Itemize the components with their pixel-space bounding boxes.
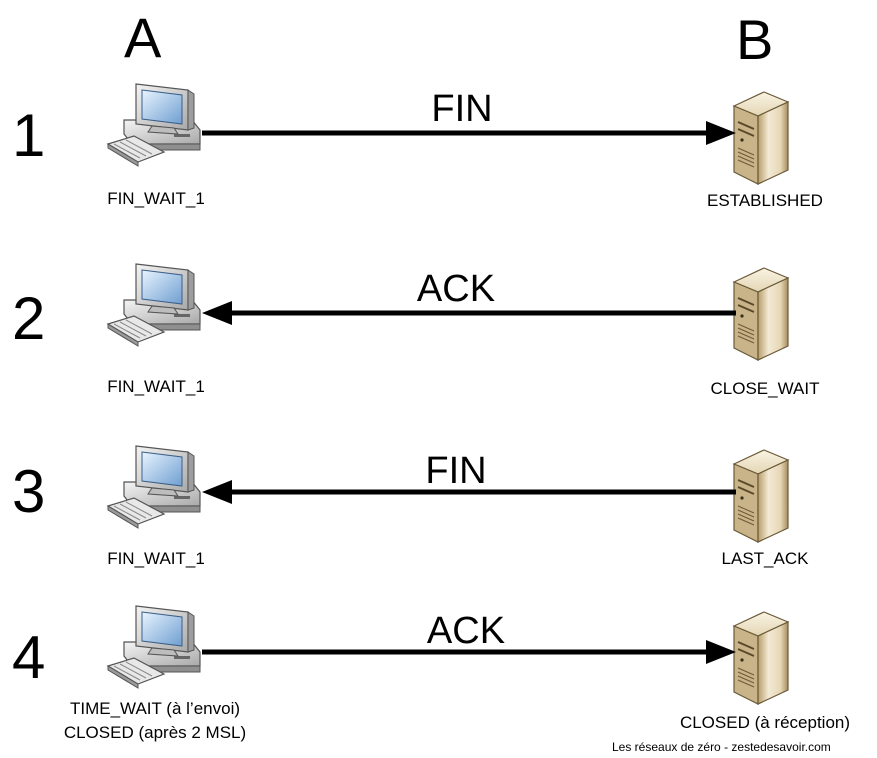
arrow-step-1 <box>202 121 736 145</box>
step-2-message: ACK <box>416 268 496 310</box>
step-4-a-state-sent: TIME_WAIT (à l’envoi) <box>69 699 241 718</box>
step-1-a-state: FIN_WAIT_1 <box>107 189 205 208</box>
step-2-number: 2 <box>12 285 46 352</box>
arrow-step-4 <box>202 640 736 664</box>
step-2-b-state: CLOSE_WAIT <box>710 379 820 398</box>
server-icon-3 <box>733 449 789 543</box>
server-icon-1 <box>733 91 789 185</box>
step-4-message: ACK <box>426 610 506 652</box>
column-a-label: A <box>124 6 162 69</box>
client-computer-icon-3 <box>107 445 201 529</box>
step-4-b-state: CLOSED (à réception) <box>679 713 851 732</box>
arrow-step-3 <box>202 480 736 504</box>
client-computer-icon-1 <box>107 83 201 167</box>
step-1-message: FIN <box>431 88 493 130</box>
server-icon-2 <box>733 267 789 361</box>
credit-text: Les réseaux de zéro - zestedesavoir.com <box>612 740 831 754</box>
arrow-step-2 <box>202 301 736 325</box>
step-4-number: 4 <box>12 624 46 691</box>
step-4-a-state-closed: CLOSED (après 2 MSL) <box>63 723 247 742</box>
step-3-message: FIN <box>425 450 487 492</box>
step-2-a-state: FIN_WAIT_1 <box>107 377 205 396</box>
column-b-label: B <box>736 8 774 71</box>
step-1-number: 1 <box>12 102 46 169</box>
step-3-b-state: LAST_ACK <box>721 549 809 568</box>
step-1-b-state: ESTABLISHED <box>707 191 823 210</box>
client-computer-icon-4 <box>107 605 201 689</box>
step-3-a-state: FIN_WAIT_1 <box>107 549 205 568</box>
step-3-number: 3 <box>12 458 46 525</box>
server-icon-4 <box>733 611 789 705</box>
client-computer-icon-2 <box>107 263 201 347</box>
